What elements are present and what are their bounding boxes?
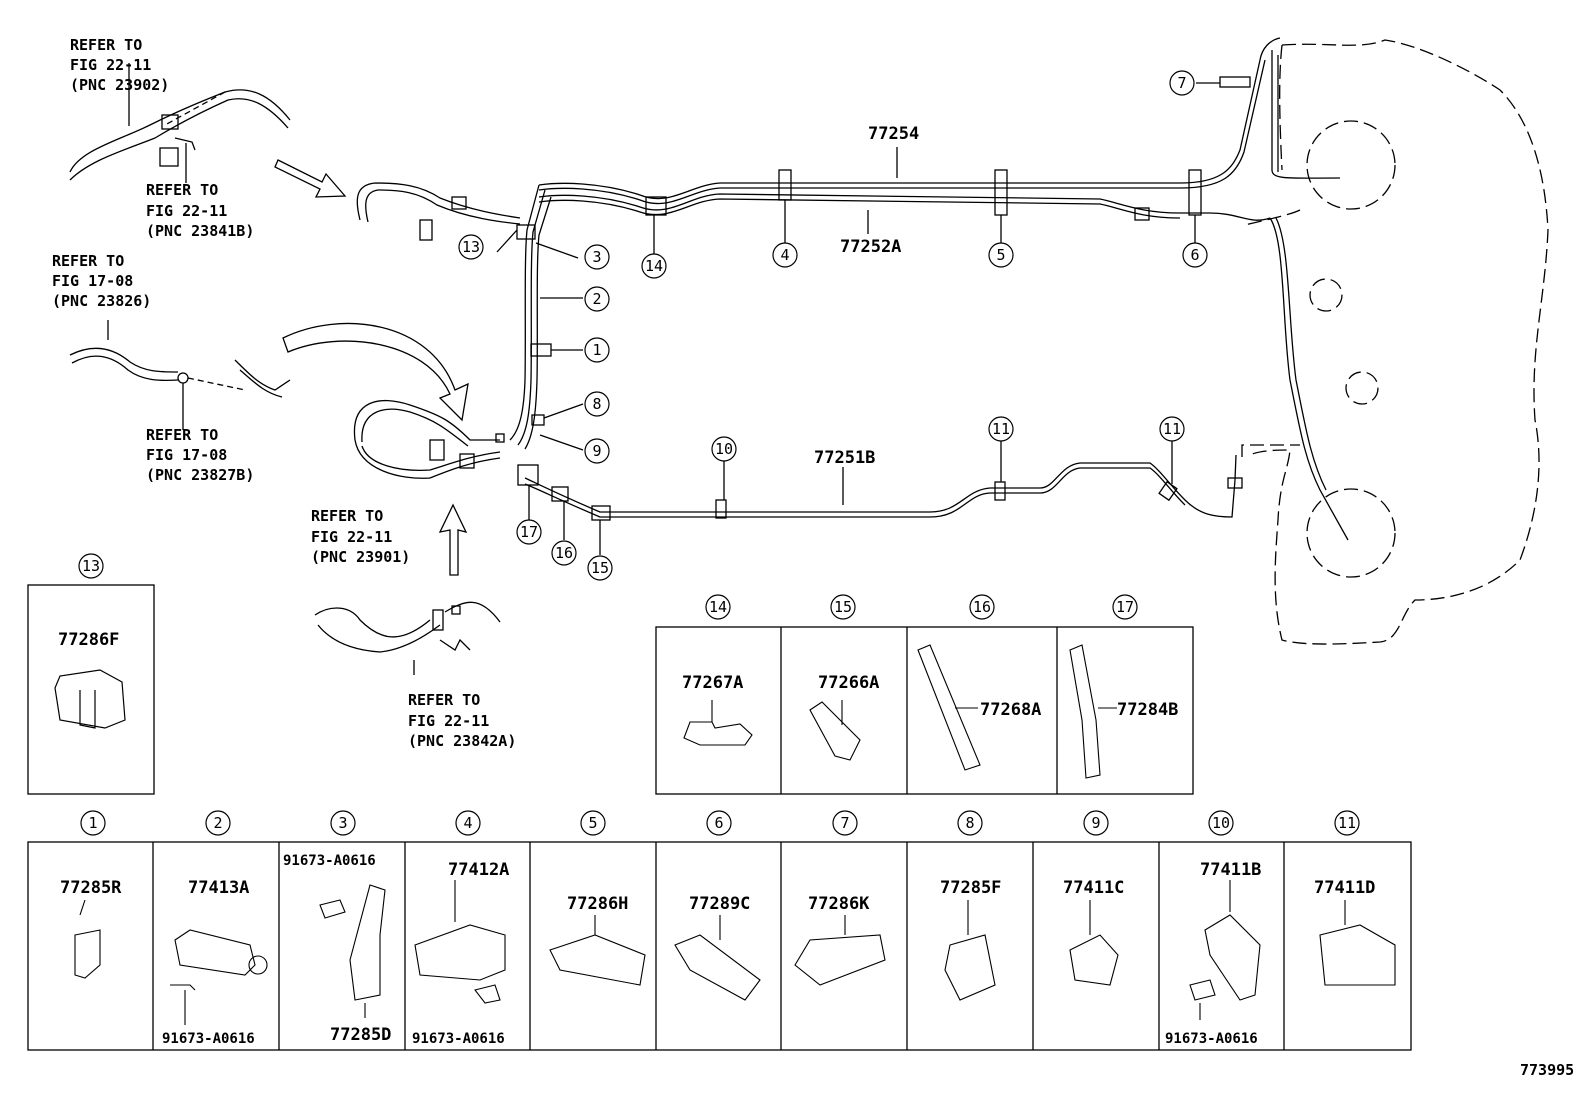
hose-23826-assembly [69,347,291,398]
callout-17: 17 [520,523,538,541]
svg-text:11: 11 [1338,814,1356,832]
callout-1: 1 [592,341,601,359]
flow-arrow-lower [438,503,468,576]
svg-text:(PNC 23902): (PNC 23902) [70,76,169,94]
ref-23901: REFER TO FIG 22-11 (PNC 23901) [311,507,410,566]
part-77268a: 77268A [980,700,1041,720]
part-77285f: 77285F [940,878,1001,898]
part-77267a: 77267A [682,673,743,693]
svg-text:FIG 17-08: FIG 17-08 [52,272,133,290]
ref-23827b: REFER TO FIG 17-08 (PNC 23827B) [146,426,254,484]
svg-text:(PNC 23842A): (PNC 23842A) [408,732,516,750]
bolt-91673-a0616-3: 91673-A0616 [283,853,376,869]
callout-13: 13 [462,238,480,256]
svg-text:(PNC 23841B): (PNC 23841B) [146,222,254,240]
flow-arrow-upper [274,159,347,198]
callout-16: 16 [555,544,573,562]
svg-text:1: 1 [88,814,97,832]
callout-2: 2 [592,290,601,308]
part-77285r: 77285R [60,878,122,898]
part-77286h: 77286H [567,894,628,914]
callout-8: 8 [592,395,601,413]
part-label-77254: 77254 [868,124,919,144]
svg-text:4: 4 [463,814,472,832]
callout-6: 6 [1190,246,1199,264]
part-77286k: 77286K [808,894,870,914]
callout-numbers: 13 3 2 1 8 9 14 4 5 6 7 10 11 11 17 16 1… [462,74,1200,577]
svg-text:3: 3 [338,814,347,832]
part-label-77251b: 77251B [814,448,875,468]
callout-11b: 11 [1163,420,1181,438]
svg-text:REFER TO: REFER TO [408,691,480,709]
svg-text:FIG 22-11: FIG 22-11 [146,202,227,220]
part-77284b: 77284B [1117,700,1178,720]
svg-text:FIG 22-11: FIG 22-11 [70,56,151,74]
svg-text:14: 14 [709,598,727,616]
hose-upper-center [356,182,521,241]
callout-15: 15 [591,559,609,577]
part-77411b: 77411B [1200,860,1261,880]
svg-text:2: 2 [213,814,222,832]
svg-text:FIG 22-11: FIG 22-11 [408,712,489,730]
svg-text:REFER TO: REFER TO [52,252,124,270]
hose-23901-assembly [314,601,501,653]
part-77413a: 77413A [188,878,249,898]
bolt-91673-a0616-2: 91673-A0616 [162,1031,255,1047]
callout-9: 9 [592,442,601,460]
detail-boxes-middle: 14 15 16 17 77267A 77266A 77268A 77284B [655,594,1194,795]
callout-3: 3 [592,248,601,266]
svg-text:15: 15 [834,598,852,616]
svg-text:10: 10 [1212,814,1230,832]
pipe-77251b [524,454,1237,518]
pipe-77252a [538,193,1271,221]
part-77411c: 77411C [1063,878,1124,898]
ref-23902: REFER TO FIG 22-11 (PNC 23902) [70,36,169,94]
callout-11a: 11 [992,420,1010,438]
callout-14: 14 [645,257,663,275]
part-77285d: 77285D [330,1025,391,1045]
svg-text:16: 16 [973,598,991,616]
svg-text:(PNC 23901): (PNC 23901) [311,548,410,566]
ref-23841b: REFER TO FIG 22-11 (PNC 23841B) [146,181,254,240]
fuel-tank-outline [1241,39,1549,645]
svg-text:REFER TO: REFER TO [146,181,218,199]
ref-23826: REFER TO FIG 17-08 (PNC 23826) [52,252,151,310]
detail-boxes-bottom: 1 2 3 4 5 6 7 8 9 10 11 77285R 77413A 91… [27,810,1412,1051]
svg-text:13: 13 [82,557,100,575]
svg-text:REFER TO: REFER TO [311,507,383,525]
ref-23842a: REFER TO FIG 22-11 (PNC 23842A) [408,691,516,750]
part-77412a: 77412A [448,860,509,880]
callout-5: 5 [996,246,1005,264]
callout-10: 10 [715,440,733,458]
svg-text:9: 9 [1091,814,1100,832]
flow-arrow-curved [282,322,469,422]
part-77411d: 77411D [1314,878,1375,898]
svg-text:5: 5 [588,814,597,832]
part-77286f: 77286F [58,630,119,650]
bolt-91673-a0616-4: 91673-A0616 [412,1031,505,1047]
hose-lower-center [353,399,505,479]
callout-7: 7 [1177,74,1186,92]
svg-text:(PNC 23826): (PNC 23826) [52,292,151,310]
callout-circles [458,70,1208,581]
part-77289c: 77289C [689,894,750,914]
pipe-77254 [538,37,1281,200]
bolt-91673-a0616-10: 91673-A0616 [1165,1031,1258,1047]
part-label-77252a: 77252A [840,237,901,257]
detail-box-13: 13 77286F [27,553,155,795]
svg-text:(PNC 23827B): (PNC 23827B) [146,466,254,484]
svg-text:REFER TO: REFER TO [70,36,142,54]
part-77266a: 77266A [818,673,879,693]
svg-text:6: 6 [714,814,723,832]
callout-4: 4 [780,246,789,264]
svg-text:FIG 17-08: FIG 17-08 [146,446,227,464]
svg-text:7: 7 [840,814,849,832]
svg-text:FIG 22-11: FIG 22-11 [311,528,392,546]
svg-text:REFER TO: REFER TO [146,426,218,444]
figure-number: 773995 [1520,1061,1574,1079]
hose-23902-assembly [69,89,291,181]
svg-text:17: 17 [1116,598,1134,616]
svg-text:8: 8 [965,814,974,832]
